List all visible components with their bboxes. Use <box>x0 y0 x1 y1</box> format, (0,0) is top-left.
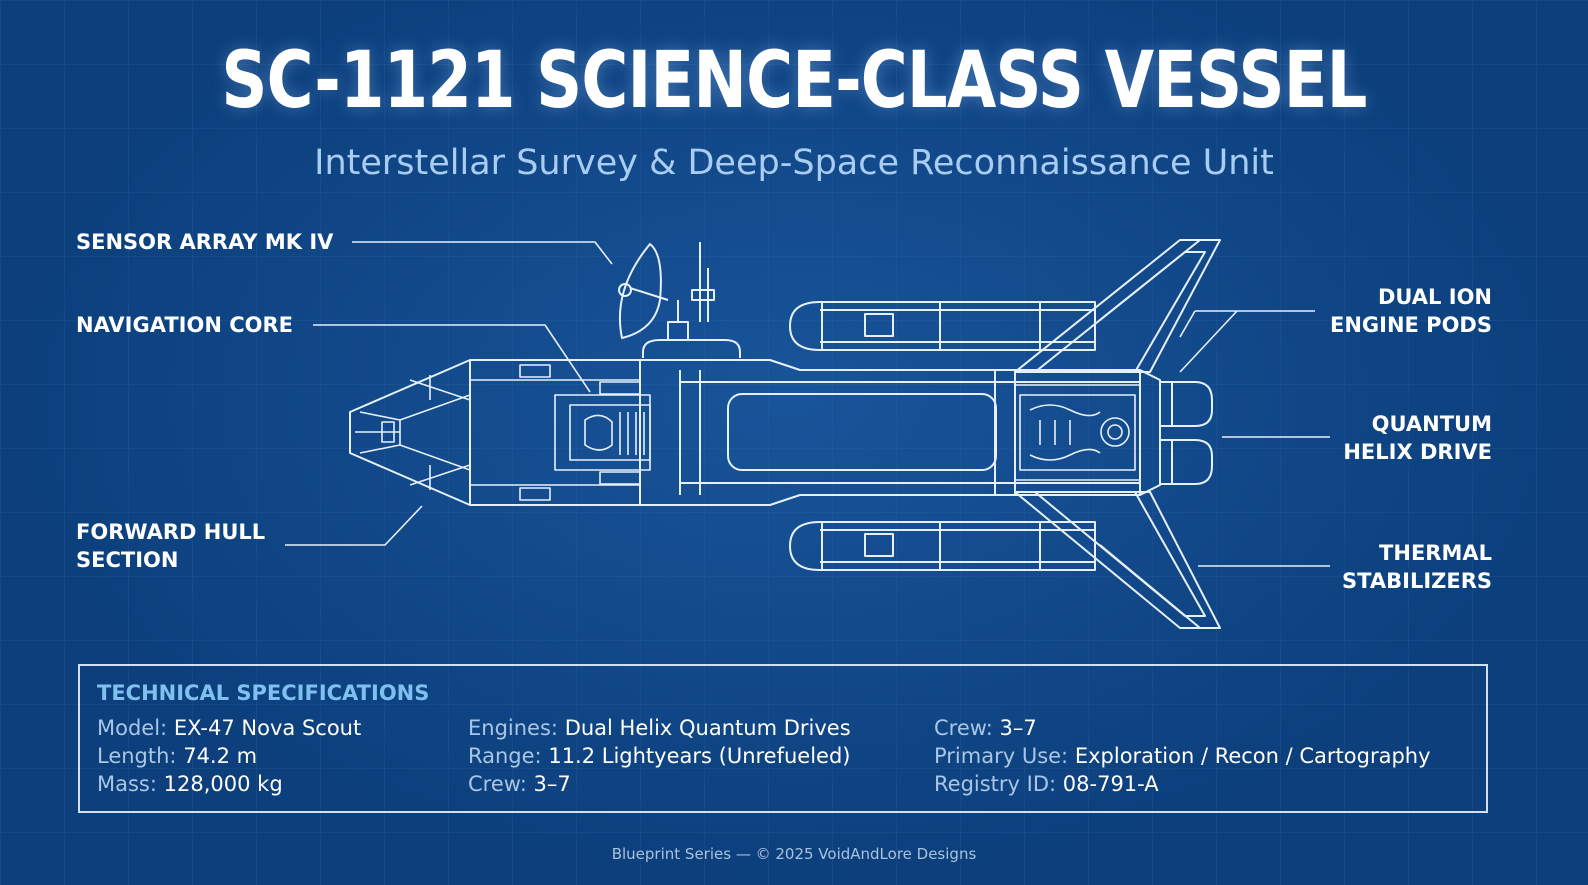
specs-title: TECHNICAL SPECIFICATIONS <box>97 681 430 705</box>
callout-engine-pods-line2: ENGINE PODS <box>1329 313 1492 337</box>
specs-column-2: Engines: Dual Helix Quantum Drives Range… <box>468 714 851 798</box>
spec-label: Engines: <box>468 716 558 740</box>
spec-value: 74.2 m <box>183 744 258 768</box>
spec-value: 3–7 <box>999 716 1037 740</box>
callout-stabilizers: THERMAL STABILIZERS <box>1342 539 1492 595</box>
spec-label: Registry ID: <box>934 772 1057 796</box>
forward-hull-section <box>355 364 640 501</box>
lower-engine-pod <box>789 521 1096 571</box>
callout-helix-drive: QUANTUM HELIX DRIVE <box>1343 410 1492 466</box>
footer-credit: Blueprint Series — © 2025 VoidAndLore De… <box>611 845 977 863</box>
upper-engine-pod <box>789 301 1096 351</box>
spec-label: Crew: <box>934 716 993 740</box>
rear-thrusters <box>1160 381 1213 485</box>
spec-label: Model: <box>97 716 168 740</box>
leader-line-forward-hull <box>285 505 423 546</box>
spec-value: 3–7 <box>533 772 571 796</box>
spec-row-engines: Engines: Dual Helix Quantum Drives <box>468 714 851 742</box>
spec-row-primary-use: Primary Use: Exploration / Recon / Carto… <box>934 742 1431 770</box>
spec-row-model: Model: EX-47 Nova Scout <box>97 714 361 742</box>
callout-helix-drive-line2: HELIX DRIVE <box>1343 440 1492 464</box>
specs-column-1: Model: EX-47 Nova Scout Length: 74.2 m M… <box>97 714 361 798</box>
page-title: SC-1121 SCIENCE-CLASS VESSEL <box>221 36 1367 126</box>
spec-label: Crew: <box>468 772 527 796</box>
callout-navigation-core-line1: NAVIGATION CORE <box>76 313 293 337</box>
spec-row-mass: Mass: 128,000 kg <box>97 770 361 798</box>
specs-column-3: Crew: 3–7 Primary Use: Exploration / Rec… <box>934 714 1431 798</box>
spec-label: Length: <box>97 744 177 768</box>
callout-forward-hull-line2: SECTION <box>76 548 179 572</box>
quantum-helix-drive <box>1015 384 1140 481</box>
spec-value: EX-47 Nova Scout <box>173 716 362 740</box>
spec-label: Range: <box>468 744 542 768</box>
leader-line-engine-pods-b <box>1179 310 1238 373</box>
callout-sensor-array: SENSOR ARRAY MK IV <box>76 228 333 256</box>
spec-row-range: Range: 11.2 Lightyears (Unrefueled) <box>468 742 851 770</box>
callout-forward-hull: FORWARD HULL SECTION <box>76 518 265 574</box>
spec-value: Exploration / Recon / Cartography <box>1074 744 1431 768</box>
callout-helix-drive-line1: QUANTUM <box>1371 412 1492 436</box>
leader-line-engine-pods-a <box>1179 310 1196 338</box>
main-hull <box>349 359 1161 506</box>
callout-stabilizers-line1: THERMAL <box>1379 541 1492 565</box>
lower-stabilizer-fin <box>1014 491 1221 629</box>
spec-value: 11.2 Lightyears (Unrefueled) <box>548 744 851 768</box>
spec-label: Primary Use: <box>934 744 1069 768</box>
central-tank <box>727 393 997 471</box>
leader-line-navigation <box>313 324 591 393</box>
callout-navigation-core: NAVIGATION CORE <box>76 311 293 339</box>
leader-line-sensor <box>352 241 613 265</box>
spec-row-registry-id: Registry ID: 08-791-A <box>934 770 1431 798</box>
ship-blueprint-diagram <box>285 239 1330 629</box>
callout-stabilizers-line2: STABILIZERS <box>1342 569 1492 593</box>
callout-forward-hull-line1: FORWARD HULL <box>76 520 266 544</box>
technical-specifications-panel: TECHNICAL SPECIFICATIONS Model: EX-47 No… <box>78 664 1488 813</box>
leader-lines <box>285 241 1330 567</box>
callout-engine-pods: DUAL ION ENGINE PODS <box>1330 283 1492 339</box>
spec-row-length: Length: 74.2 m <box>97 742 361 770</box>
spec-value: Dual Helix Quantum Drives <box>564 716 851 740</box>
callout-engine-pods-line1: DUAL ION <box>1377 285 1492 309</box>
spec-value: 128,000 kg <box>163 772 283 796</box>
spec-row-crew: Crew: 3–7 <box>934 714 1431 742</box>
page-subtitle: Interstellar Survey & Deep-Space Reconna… <box>314 143 1274 183</box>
sensor-array-dish <box>618 242 741 358</box>
spec-row-crew: Crew: 3–7 <box>468 770 851 798</box>
navigation-core-module <box>554 381 651 485</box>
upper-stabilizer-fin <box>1014 239 1221 373</box>
spec-label: Mass: <box>97 772 157 796</box>
callout-sensor-array-line1: SENSOR ARRAY MK IV <box>76 230 334 254</box>
spec-value: 08-791-A <box>1062 772 1159 796</box>
